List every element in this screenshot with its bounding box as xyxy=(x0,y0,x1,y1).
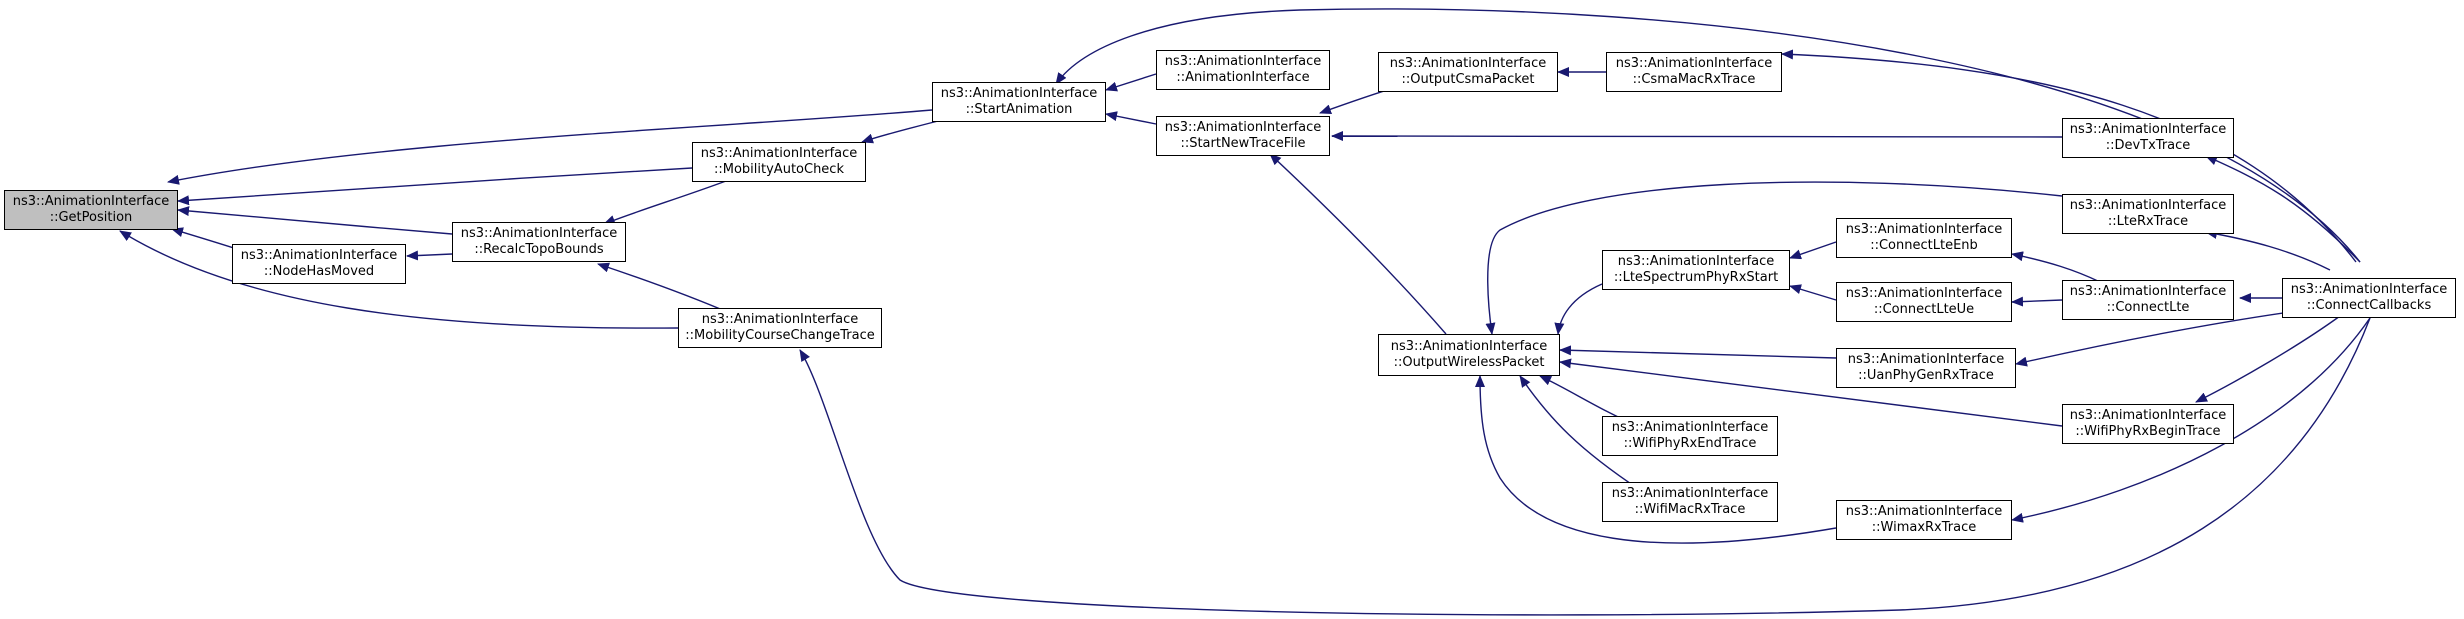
edge-mobilitycoursechange-getposition xyxy=(119,230,679,329)
node-connect-callbacks-line2: ::ConnectCallbacks xyxy=(2306,298,2432,313)
edge-connectlteue-ltespectrum xyxy=(1789,284,1837,301)
edge-wifimacrxtrace-outputwireless xyxy=(1519,375,1641,491)
node-connect-lte-line2: ::ConnectLte xyxy=(2106,300,2190,315)
node-animation-interface[interactable]: ns3::AnimationInterface ::AnimationInter… xyxy=(1156,50,1330,90)
node-mobility-course-change-trace-line1: ns3::AnimationInterface xyxy=(701,312,859,327)
node-connect-lte-enb-line2: ::ConnectLteEnb xyxy=(1870,238,1978,253)
node-connect-lte-line1: ns3::AnimationInterface xyxy=(2069,284,2227,299)
node-wimax-rx-trace[interactable]: ns3::AnimationInterface ::WimaxRxTrace xyxy=(1836,500,2012,540)
node-uan-phy-gen-rx-trace[interactable]: ns3::AnimationInterface ::UanPhyGenRxTra… xyxy=(1836,348,2016,388)
node-connect-lte-enb-line1: ns3::AnimationInterface xyxy=(1845,222,2003,237)
edge-connectlte-connectlteenb xyxy=(2011,251,2101,283)
node-wifi-phy-rx-end-trace-line1: ns3::AnimationInterface xyxy=(1611,420,1769,435)
node-csma-mac-rx-trace[interactable]: ns3::AnimationInterface ::CsmaMacRxTrace xyxy=(1606,52,1782,92)
node-lte-rx-trace[interactable]: ns3::AnimationInterface ::LteRxTrace xyxy=(2062,194,2234,234)
edge-connectlteenb-ltespectrum xyxy=(1789,241,1837,260)
node-mobility-course-change-trace-line2: ::MobilityCourseChangeTrace xyxy=(685,328,875,343)
edge-connectcallbacks-wifiphyrxbegin xyxy=(2195,315,2341,403)
edge-connectcallbacks-lterxtrace xyxy=(2205,229,2331,271)
node-wifi-mac-rx-trace[interactable]: ns3::AnimationInterface ::WifiMacRxTrace xyxy=(1602,482,1778,522)
node-wifi-mac-rx-trace-line2: ::WifiMacRxTrace xyxy=(1634,502,1746,517)
node-get-position-line1: ns3::AnimationInterface xyxy=(12,194,170,209)
node-wifi-phy-rx-begin-trace-line2: ::WifiPhyRxBeginTrace xyxy=(2075,424,2221,439)
node-animation-interface-line2: ::AnimationInterface xyxy=(1176,70,1310,85)
node-lte-spectrum-phy-rx-start-line2: ::LteSpectrumPhyRxStart xyxy=(1613,270,1779,285)
node-node-has-moved-line2: ::NodeHasMoved xyxy=(263,264,375,279)
node-wifi-phy-rx-begin-trace[interactable]: ns3::AnimationInterface ::WifiPhyRxBegin… xyxy=(2062,404,2234,444)
edge-connectlte-connectlteue xyxy=(2011,296,2063,307)
edge-wimaxrxtrace-outputwireless xyxy=(1475,375,1837,544)
edge-mobilityautocheck-getposition xyxy=(177,167,693,206)
node-get-position-line2: ::GetPosition xyxy=(49,210,133,225)
node-start-new-trace-file-line2: ::StartNewTraceFile xyxy=(1180,136,1306,151)
edge-connectcallbacks-devtxtrace xyxy=(2205,155,2361,263)
node-dev-tx-trace-line1: ns3::AnimationInterface xyxy=(2069,122,2227,137)
node-animation-interface-line1: ns3::AnimationInterface xyxy=(1164,54,1322,69)
node-csma-mac-rx-trace-line1: ns3::AnimationInterface xyxy=(1615,56,1773,71)
node-wifi-phy-rx-begin-trace-line1: ns3::AnimationInterface xyxy=(2069,408,2227,423)
edge-wifiphyrxbegin-outputwireless xyxy=(1559,358,2063,427)
node-mobility-auto-check[interactable]: ns3::AnimationInterface ::MobilityAutoCh… xyxy=(692,142,866,182)
edge-startnewtracefile-startanimation xyxy=(1105,111,1157,125)
node-wimax-rx-trace-line1: ns3::AnimationInterface xyxy=(1845,504,2003,519)
node-output-csma-packet-line1: ns3::AnimationInterface xyxy=(1389,56,1547,71)
node-output-wireless-packet-line2: ::OutputWirelessPacket xyxy=(1393,355,1545,370)
edge-outputwireless-startnewtracefile xyxy=(1269,153,1447,335)
edge-recalctopobounds-getposition xyxy=(177,206,453,235)
node-wifi-mac-rx-trace-line1: ns3::AnimationInterface xyxy=(1611,486,1769,501)
edge-startanimation-getposition xyxy=(167,109,933,185)
node-recalc-topo-bounds[interactable]: ns3::AnimationInterface ::RecalcTopoBoun… xyxy=(452,222,626,262)
node-lte-rx-trace-line1: ns3::AnimationInterface xyxy=(2069,198,2227,213)
edge-animationinterface-startanimation xyxy=(1105,73,1157,92)
edge-nodehasmoved-getposition xyxy=(171,227,241,251)
edge-mobilitycoursechange-recalctopobounds xyxy=(597,262,733,315)
node-mobility-course-change-trace[interactable]: ns3::AnimationInterface ::MobilityCourse… xyxy=(678,308,882,348)
node-lte-spectrum-phy-rx-start-line1: ns3::AnimationInterface xyxy=(1617,254,1775,269)
node-output-csma-packet-line2: ::OutputCsmaPacket xyxy=(1401,72,1535,87)
edge-mobilityautocheck-recalctopobounds xyxy=(603,180,727,225)
edge-connectcallbacks-uanphygen xyxy=(2015,311,2291,367)
edge-recalctopobounds-nodehasmoved xyxy=(406,250,453,261)
node-node-has-moved-line1: ns3::AnimationInterface xyxy=(240,248,398,263)
edge-connectcallbacks-mobilitycoursechange xyxy=(799,317,2371,616)
node-recalc-topo-bounds-line2: ::RecalcTopoBounds xyxy=(474,242,604,257)
node-connect-callbacks[interactable]: ns3::AnimationInterface ::ConnectCallbac… xyxy=(2282,278,2456,318)
edge-connectcallbacks-csmamacrxtrace xyxy=(1781,49,2357,263)
node-output-wireless-packet-line1: ns3::AnimationInterface xyxy=(1390,339,1548,354)
node-recalc-topo-bounds-line1: ns3::AnimationInterface xyxy=(460,226,618,241)
node-connect-lte-ue-line2: ::ConnectLteUe xyxy=(1873,302,1975,317)
node-wifi-phy-rx-end-trace[interactable]: ns3::AnimationInterface ::WifiPhyRxEndTr… xyxy=(1602,416,1778,456)
node-start-new-trace-file-line1: ns3::AnimationInterface xyxy=(1164,120,1322,135)
node-dev-tx-trace[interactable]: ns3::AnimationInterface ::DevTxTrace xyxy=(2062,118,2234,158)
node-output-csma-packet[interactable]: ns3::AnimationInterface ::OutputCsmaPack… xyxy=(1378,52,1558,92)
node-start-new-trace-file[interactable]: ns3::AnimationInterface ::StartNewTraceF… xyxy=(1156,116,1330,156)
edge-connectcallbacks-wimaxrxtrace xyxy=(2011,317,2371,523)
node-lte-rx-trace-line2: ::LteRxTrace xyxy=(2107,214,2189,229)
node-get-position: ns3::AnimationInterface ::GetPosition xyxy=(4,190,178,230)
node-start-animation-line2: ::StartAnimation xyxy=(965,102,1073,117)
node-wifi-phy-rx-end-trace-line2: ::WifiPhyRxEndTrace xyxy=(1623,436,1757,451)
node-start-animation[interactable]: ns3::AnimationInterface ::StartAnimation xyxy=(932,82,1106,122)
node-connect-lte-ue[interactable]: ns3::AnimationInterface ::ConnectLteUe xyxy=(1836,282,2012,322)
node-csma-mac-rx-trace-line2: ::CsmaMacRxTrace xyxy=(1632,72,1756,87)
node-connect-lte-ue-line1: ns3::AnimationInterface xyxy=(1845,286,2003,301)
edge-uanphygen-outputwireless xyxy=(1559,345,1837,359)
edge-lterxtrace-outputwireless xyxy=(1485,181,2063,335)
node-lte-spectrum-phy-rx-start[interactable]: ns3::AnimationInterface ::LteSpectrumPhy… xyxy=(1602,250,1790,290)
node-uan-phy-gen-rx-trace-line2: ::UanPhyGenRxTrace xyxy=(1858,368,1994,383)
node-connect-lte[interactable]: ns3::AnimationInterface ::ConnectLte xyxy=(2062,280,2234,320)
node-mobility-auto-check-line2: ::MobilityAutoCheck xyxy=(714,162,844,177)
edge-ltespectrum-outputwireless xyxy=(1554,283,1603,335)
node-output-wireless-packet[interactable]: ns3::AnimationInterface ::OutputWireless… xyxy=(1378,334,1560,376)
node-dev-tx-trace-line2: ::DevTxTrace xyxy=(2105,138,2191,153)
node-connect-callbacks-line1: ns3::AnimationInterface xyxy=(2290,282,2448,297)
node-start-animation-line1: ns3::AnimationInterface xyxy=(940,86,1098,101)
edge-devtxtrace-startnewtracefile xyxy=(1331,131,2063,142)
node-mobility-auto-check-line1: ns3::AnimationInterface xyxy=(700,146,858,161)
node-uan-phy-gen-rx-trace-line1: ns3::AnimationInterface xyxy=(1847,352,2005,367)
node-node-has-moved[interactable]: ns3::AnimationInterface ::NodeHasMoved xyxy=(232,244,406,284)
node-wimax-rx-trace-line2: ::WimaxRxTrace xyxy=(1871,520,1977,535)
node-connect-lte-enb[interactable]: ns3::AnimationInterface ::ConnectLteEnb xyxy=(1836,218,2012,258)
